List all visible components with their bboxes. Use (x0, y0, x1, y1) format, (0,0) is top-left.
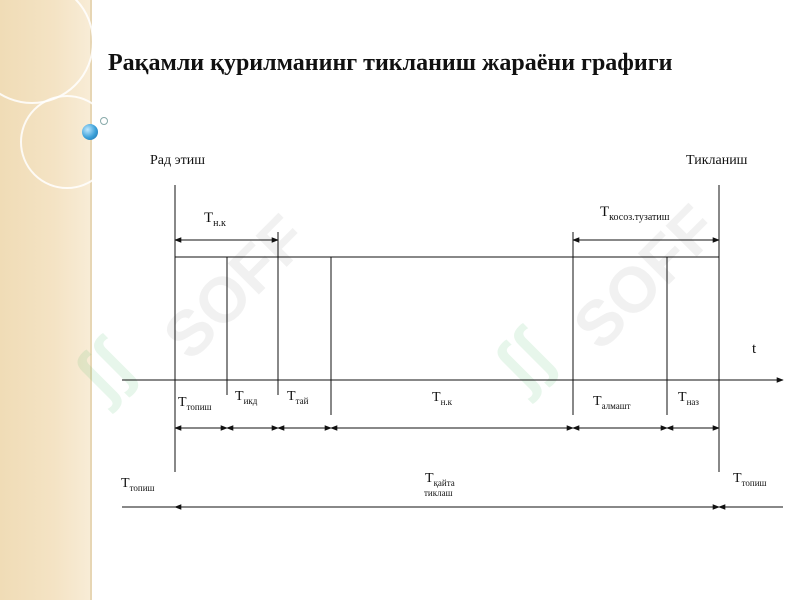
upper-span-label-right: Tкосоз.тузатиш (600, 204, 670, 223)
bottom-label-recovery: Tқайта тиклаш (424, 471, 455, 498)
decorative-side-panel (0, 0, 114, 600)
segment-label-control: Tназ (678, 390, 699, 407)
bottom-label-search-right: Tтопиш (733, 471, 767, 488)
segment-label-replace: Tалмашт (593, 394, 631, 411)
segment-label-prepare: Tтай (287, 389, 309, 406)
svg-text:Tн.к: Tн.к (204, 210, 226, 229)
svg-text:Tикд: Tикд (235, 389, 258, 406)
svg-text:Tтай: Tтай (287, 389, 309, 406)
svg-text:Tкосоз.тузатиш: Tкосоз.тузатиш (600, 204, 670, 223)
segment-label-ikd: Tикд (235, 389, 258, 406)
svg-text:Tтопиш: Tтопиш (178, 395, 212, 412)
slide-title: Рақамли қурилманинг тикланиш жараёни гра… (108, 50, 673, 76)
failure-label: Рад этиш (150, 153, 205, 168)
decorative-dot (82, 124, 98, 140)
svg-text:Tалмашт: Tалмашт (593, 394, 631, 411)
segment-label-search: Tтопиш (178, 395, 212, 412)
svg-text:Tтопиш: Tтопиш (733, 471, 767, 488)
decorative-dot-small (100, 117, 108, 125)
svg-text:Tқайта: Tқайта (425, 471, 455, 488)
svg-text:тиклаш: тиклаш (424, 488, 453, 498)
segment-label-nk: Tн.к (432, 390, 453, 407)
decorative-ring (20, 95, 114, 189)
upper-span-label-left: Tн.к (204, 210, 226, 229)
recovery-label: Тикланиш (686, 153, 748, 168)
svg-text:Tтопиш: Tтопиш (121, 476, 155, 493)
bottom-label-search-left: Tтопиш (121, 476, 155, 493)
svg-text:Tн.к: Tн.к (432, 390, 453, 407)
time-axis-label: t (752, 341, 757, 357)
svg-text:Tназ: Tназ (678, 390, 699, 407)
